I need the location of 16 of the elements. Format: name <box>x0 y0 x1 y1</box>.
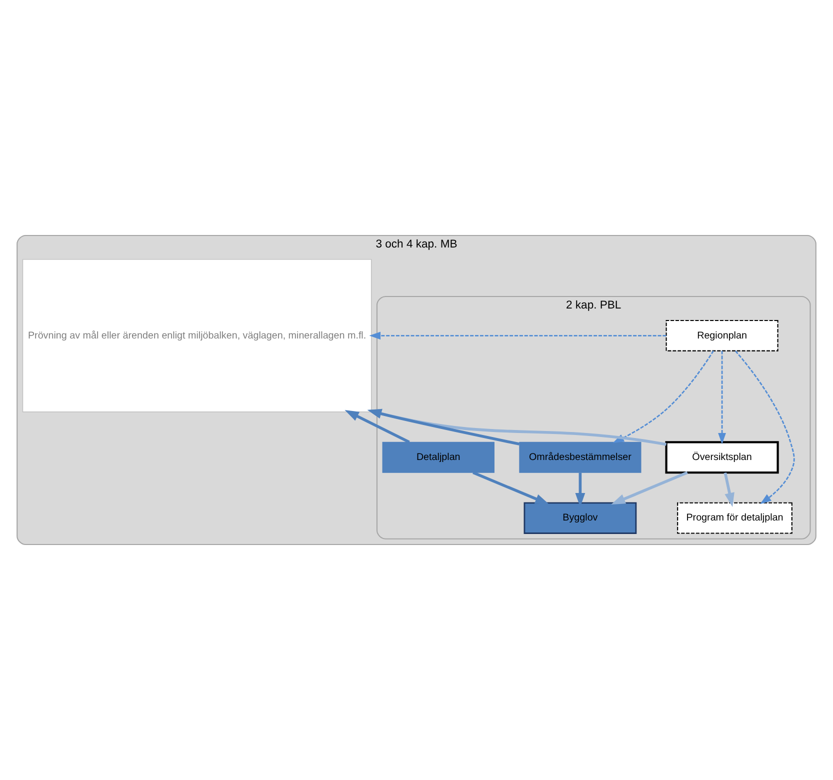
node-box: Prövning av mål eller ärenden enligt miljöbalken, väglagen, minerallagen m.fl. <box>22 259 372 412</box>
node-box: Detaljplan <box>382 442 494 473</box>
arrow <box>369 332 666 340</box>
node-box: Regionplan <box>666 320 778 352</box>
arrow <box>718 350 726 444</box>
node-box: Program för detaljplan <box>677 502 792 534</box>
arrow <box>611 471 688 504</box>
node-box: Översiktsplan <box>665 441 779 474</box>
arrow <box>367 408 520 446</box>
node-box: Områdesbestämmelser <box>519 442 642 473</box>
arrow <box>472 471 550 504</box>
arrow <box>735 350 795 504</box>
arrow <box>344 410 410 444</box>
node-box: Bygglov <box>524 502 637 534</box>
arrow <box>724 472 734 508</box>
arrow <box>367 408 667 446</box>
